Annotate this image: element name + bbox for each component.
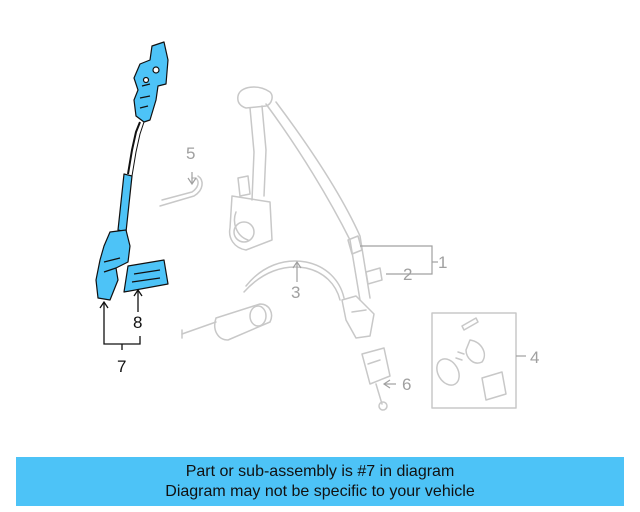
callout-4: 4 xyxy=(530,348,540,367)
banner-line-2: Diagram may not be specific to your vehi… xyxy=(165,482,475,500)
highlighted-part-7 xyxy=(95,41,169,301)
parts-diagram xyxy=(95,41,526,411)
ghost-seat-belt-assembly xyxy=(159,86,517,411)
ghost-leader-lines xyxy=(187,172,526,389)
callout-6: 6 xyxy=(402,375,412,394)
info-banner: Part or sub-assembly is #7 in diagram Di… xyxy=(16,457,624,506)
callout-5: 5 xyxy=(186,144,196,163)
part-7-8-leaders xyxy=(99,288,143,350)
callout-8: 8 xyxy=(133,313,143,332)
callout-3: 3 xyxy=(291,283,301,302)
callout-2: 2 xyxy=(403,265,413,284)
banner-line-1: Part or sub-assembly is #7 in diagram xyxy=(185,462,455,480)
callout-7: 7 xyxy=(117,357,127,376)
callout-1: 1 xyxy=(438,253,448,272)
